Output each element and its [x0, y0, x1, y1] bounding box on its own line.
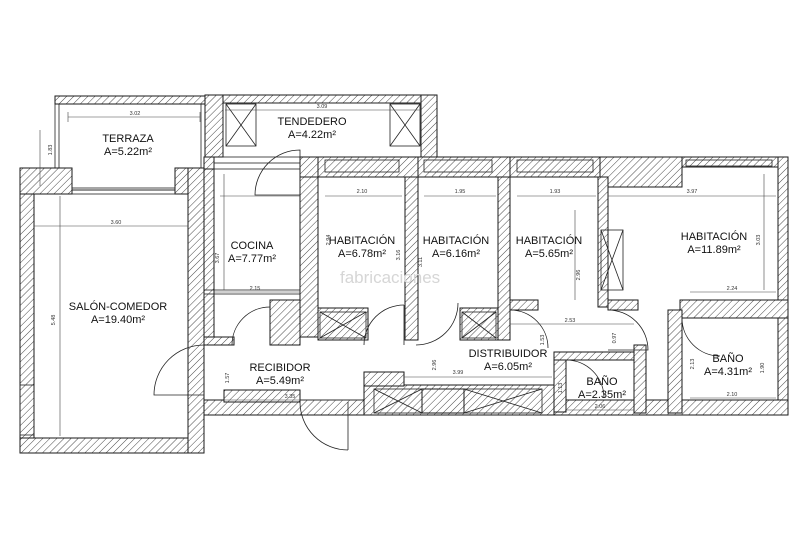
dim-hab4-width: 3.97 — [687, 189, 698, 195]
dimension-labels: 3.02 1.83 3.09 3.60 5.48 3.67 2.15 2.10 … — [48, 104, 766, 410]
dim-bano1-height: 1.13 — [558, 383, 564, 394]
room-habitacion3-name: HABITACIÓN — [516, 234, 582, 247]
dim-hab4-height: 3.03 — [756, 235, 762, 246]
room-habitacion1-area: A=6.78m² — [338, 248, 386, 260]
dim-cocina-height: 3.67 — [215, 253, 221, 264]
dim-hab4-width-2: 2.24 — [727, 286, 738, 292]
room-bano1-name: BAÑO — [586, 375, 618, 388]
room-salon-name: SALÓN-COMEDOR — [69, 300, 167, 313]
room-tendedero-area: A=4.22m² — [288, 129, 336, 141]
dim-distribuidor-width: 3.99 — [453, 370, 464, 376]
room-bano2-name: BAÑO — [712, 352, 744, 365]
tendedero-outline — [204, 94, 438, 158]
dim-hab3-height: 2.96 — [576, 270, 582, 281]
room-cocina-area: A=7.77m² — [228, 253, 276, 265]
room-distribuidor-name: DISTRIBUIDOR — [469, 348, 548, 360]
dimension-lines — [34, 109, 776, 436]
dim-terraza-width: 3.02 — [130, 111, 141, 117]
room-recibidor-name: RECIBIDOR — [249, 362, 310, 374]
dim-terraza-height: 1.83 — [48, 145, 54, 156]
room-habitacion4-area: A=11.89m² — [687, 244, 741, 256]
dim-hab2-width: 1.95 — [455, 189, 466, 195]
room-habitacion1-name: HABITACIÓN — [329, 234, 395, 247]
room-recibidor-area: A=5.49m² — [256, 375, 304, 387]
room-distribuidor-area: A=6.05m² — [484, 361, 532, 373]
dim-recibidor-height: 1.57 — [225, 373, 231, 384]
room-habitacion4-name: HABITACIÓN — [681, 230, 747, 243]
dim-hab2-height-b: 3.11 — [418, 257, 424, 267]
watermark: fabricaciones — [340, 268, 440, 287]
dim-distribuidor-height-2: 1.53 — [540, 335, 546, 346]
room-cocina-name: COCINA — [231, 240, 274, 252]
room-tendedero-name: TENDEDERO — [277, 116, 347, 128]
dim-hab1-height: 2.94 — [326, 235, 332, 246]
dim-bano1-height-2: 0.97 — [612, 333, 618, 344]
dim-distribuidor-width-2: 2.53 — [565, 318, 576, 324]
dim-bano2-height-2: 1.90 — [760, 363, 766, 374]
dim-distribuidor-height: 2.96 — [432, 360, 438, 371]
doors — [153, 149, 721, 451]
dim-bano2-height: 2.13 — [690, 359, 696, 370]
dim-tendedero-width: 3.09 — [317, 104, 328, 110]
room-labels: TERRAZA A=5.22m² TENDEDERO A=4.22m² COCI… — [69, 116, 753, 401]
room-bano2-area: A=4.31m² — [704, 366, 752, 378]
room-terraza-area: A=5.22m² — [104, 146, 152, 158]
dim-cocina-width: 2.15 — [250, 286, 261, 292]
dim-salon-height: 5.48 — [51, 315, 57, 326]
window-frames — [19, 159, 773, 436]
room-habitacion3-area: A=5.65m² — [525, 248, 573, 260]
dim-bano2-width: 2.10 — [727, 392, 738, 398]
room-habitacion2-area: A=6.16m² — [432, 248, 480, 260]
room-salon-area: A=19.40m² — [91, 314, 145, 326]
room-bano1-area: A=2.35m² — [578, 389, 626, 401]
room-terraza-name: TERRAZA — [102, 133, 154, 145]
dim-salon-width: 3.60 — [111, 220, 122, 226]
dim-hab2-height-a: 3.16 — [396, 250, 402, 261]
dim-hab1-width: 2.10 — [357, 189, 368, 195]
dim-bano1-width: 2.06 — [595, 404, 606, 410]
dim-recibidor-width: 3.35 — [285, 394, 296, 400]
room-habitacion2-name: HABITACIÓN — [423, 234, 489, 247]
dim-hab3-width: 1.93 — [550, 189, 561, 195]
